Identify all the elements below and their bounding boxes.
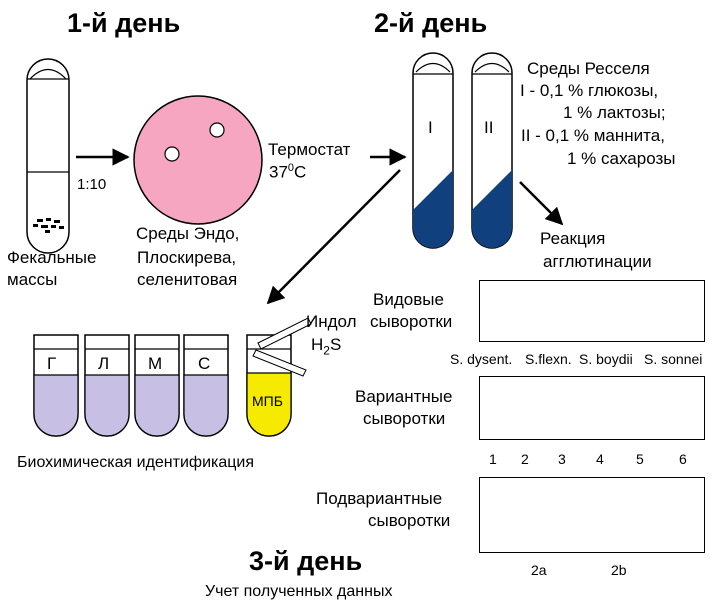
h2s-h: H <box>311 335 324 354</box>
subvariant-name: 2a <box>531 562 547 578</box>
fecal-tube <box>26 58 70 254</box>
indicator-strips <box>252 317 312 377</box>
biochem-tube-label: С <box>198 354 211 373</box>
ressel-tube-1 <box>412 52 454 249</box>
petri-plate <box>133 95 263 225</box>
h2s-subscript: 2 <box>323 343 330 358</box>
ressel-tube-2-label: II <box>484 118 494 137</box>
ressel-line3: II - 0,1 % маннита, <box>521 126 665 145</box>
biochem-tube-label: Л <box>98 354 110 373</box>
colony <box>164 146 180 162</box>
variant-number: 4 <box>596 451 604 467</box>
day1-title: 1-й день <box>67 8 181 38</box>
ressel-title: Среды Ресселя <box>527 59 650 78</box>
species-name: S. boydii <box>579 351 633 367</box>
biochem-label: Биохимическая идентификация <box>17 454 255 471</box>
species-name: S. sonnei <box>644 351 703 367</box>
ressel-tube-1-label: I <box>428 118 433 137</box>
day3-subtitle: Учет полученных данных <box>205 583 393 600</box>
thermostat-label: Термостат <box>268 140 351 159</box>
indol-label: Индол <box>306 312 357 331</box>
subvariant-sera-panel <box>479 477 705 553</box>
agglutination-label-line2: агглютинации <box>543 252 652 271</box>
variant-sera-panel <box>479 376 705 440</box>
agglutination-label-line1: Реакция <box>540 229 606 248</box>
ressel-line4: 1 % сахарозы <box>567 149 676 168</box>
day3-title: 3-й день <box>249 546 363 576</box>
variant-sera-label-line2: сыворотки <box>363 409 446 428</box>
variant-number: 6 <box>679 451 687 467</box>
species-name: S. dysent. <box>450 351 513 367</box>
day2-title: 2-й день <box>374 8 488 38</box>
media-label-line1: Среды Эндо, <box>136 224 240 243</box>
species-name: S.flexn. <box>525 351 572 367</box>
feces-label-line2: массы <box>7 270 58 289</box>
species-sera-label-line2: сыворотки <box>370 312 453 331</box>
variant-number: 3 <box>558 451 566 467</box>
biochem-tube-label: М <box>148 354 163 373</box>
thermostat-temp: 370C <box>269 163 306 181</box>
ressel-tube-2 <box>471 52 513 249</box>
ressel-line2: 1 % лактозы; <box>563 103 666 122</box>
variant-number: 5 <box>636 451 644 467</box>
biochem-tube-label: МПБ <box>252 393 283 409</box>
variant-number: 1 <box>489 451 497 467</box>
species-sera-label-line1: Видовые <box>373 290 444 309</box>
h2s-s: S <box>329 335 342 354</box>
subvariant-sera-label-line1: Подвариантные <box>316 489 443 508</box>
ressel-line1: I - 0,1 % глюкозы, <box>520 81 659 100</box>
biochem-tubes <box>33 334 292 437</box>
biochem-tube-label: Г <box>47 354 57 373</box>
colony <box>209 122 225 138</box>
media-label-line2: Плоскирева, <box>137 248 237 267</box>
arrow-to-biochem <box>266 169 401 305</box>
species-sera-panel <box>479 280 705 342</box>
h2s-label: H2S <box>311 336 341 356</box>
temp-unit: C <box>294 162 307 182</box>
temp-value: 37 <box>269 162 288 182</box>
variant-number: 2 <box>521 451 529 467</box>
petri-dish <box>133 95 263 225</box>
feces-label-line1: Фекальные <box>7 248 97 267</box>
fecal-particles <box>33 218 64 233</box>
media-label-line3: селенитовая <box>137 270 238 289</box>
subvariant-sera-label-line2: сыворотки <box>368 511 451 530</box>
temp-superscript: 0 <box>287 162 295 174</box>
subvariant-name: 2b <box>611 562 627 578</box>
dilution-label: 1:10 <box>77 176 107 193</box>
variant-sera-label-line1: Вариантные <box>355 387 453 406</box>
arrow-to-agglutination <box>519 181 564 226</box>
